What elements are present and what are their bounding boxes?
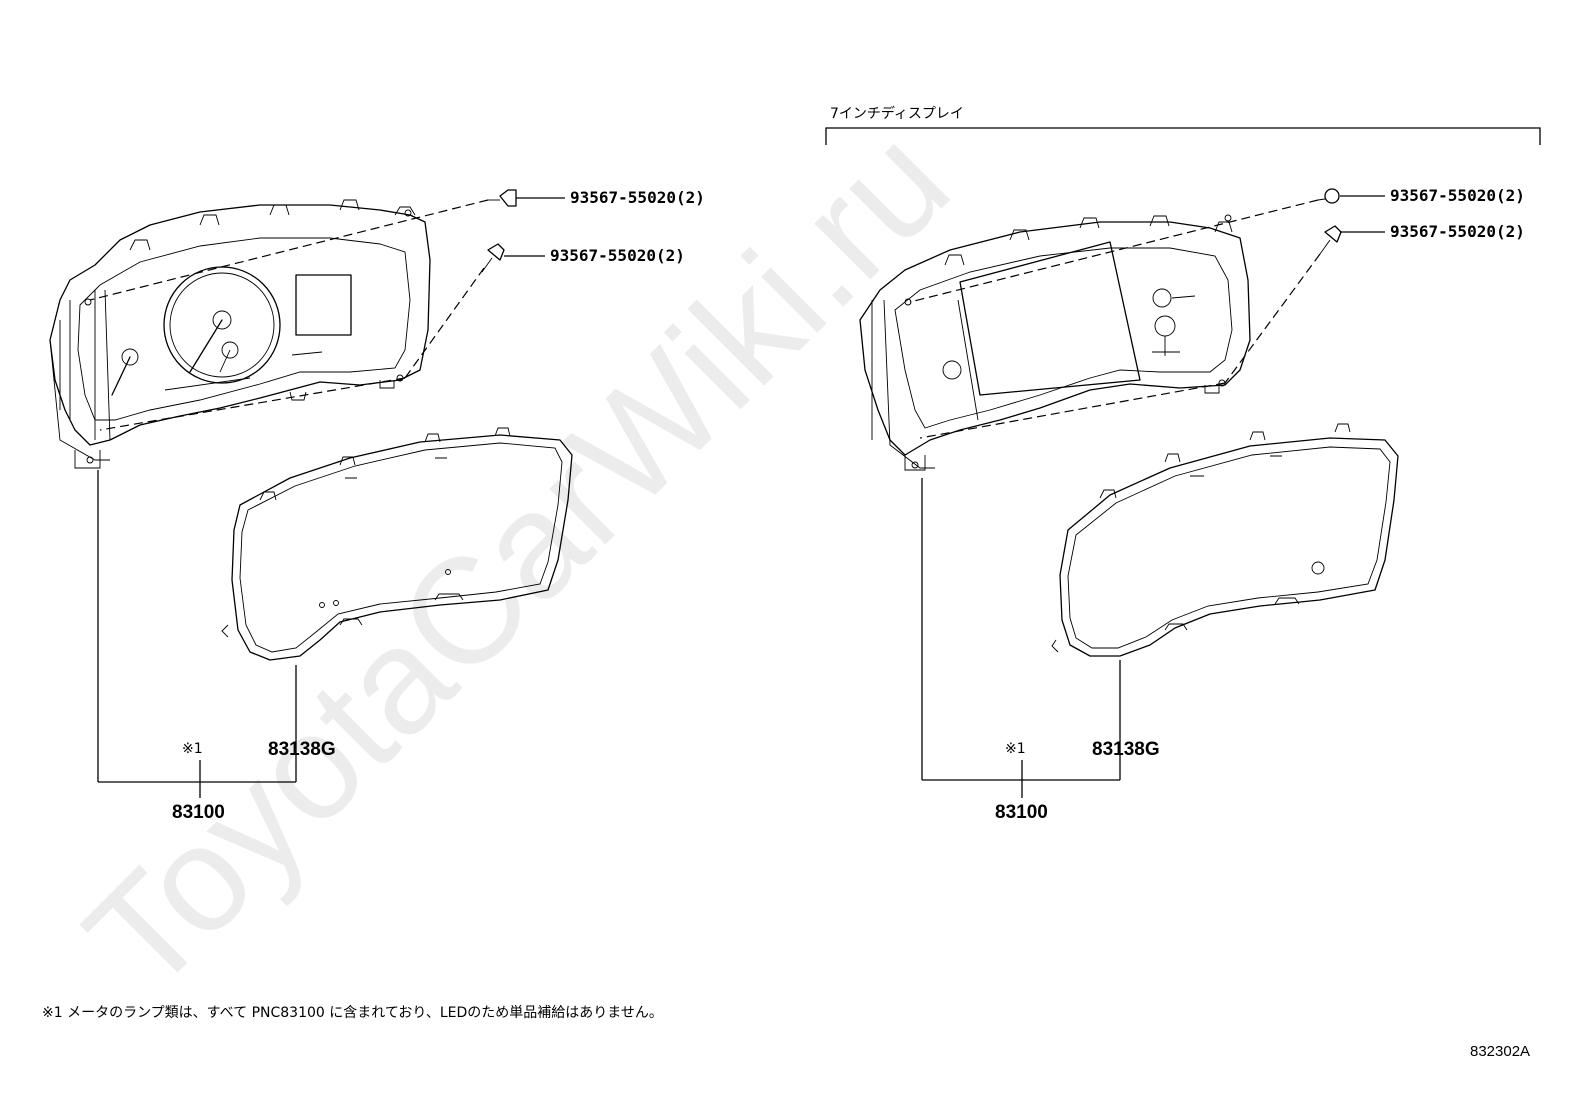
right-glass-label: 83138G — [1092, 739, 1160, 760]
left-bolt-upper — [488, 189, 565, 207]
section-label: 7インチディスプレイ — [830, 105, 964, 122]
left-bolt-upper-label: 93567-55020(2) — [570, 188, 705, 207]
right-meter-assembly — [859, 214, 1251, 471]
left-meter-assembly — [49, 199, 431, 469]
left-note-ref: ※1 — [182, 741, 203, 757]
right-bolt-lower — [1319, 225, 1385, 255]
left-meter-glass — [221, 427, 573, 661]
left-bolt-lower-label: 93567-55020(2) — [550, 246, 685, 265]
left-assembly-label: 83100 — [172, 802, 225, 823]
right-bolt-upper — [1317, 188, 1385, 204]
right-assembly-label: 83100 — [995, 802, 1048, 823]
footnote: ※1 メータのランプ類は、すべて PNC83100 に含まれており、LEDのため… — [42, 1005, 663, 1021]
left-bolt-lower — [481, 243, 545, 273]
watermark: ToyotaCarWiki.ru — [54, 96, 980, 1022]
right-bolt-lower-label: 93567-55020(2) — [1390, 222, 1525, 241]
right-bolt-upper-label: 93567-55020(2) — [1390, 186, 1525, 205]
section-bracket — [825, 127, 1541, 145]
figure-id: 832302A — [1470, 1043, 1530, 1060]
left-glass-label: 83138G — [268, 739, 336, 760]
right-meter-glass — [1051, 423, 1399, 657]
right-note-ref: ※1 — [1005, 741, 1026, 757]
